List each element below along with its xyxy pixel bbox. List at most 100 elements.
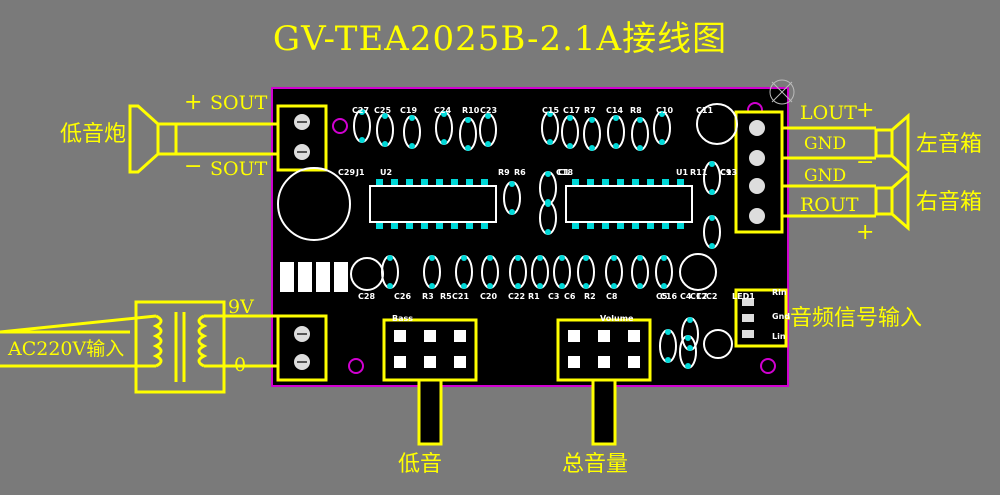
rout-label: ROUT	[800, 194, 859, 216]
silk-label: C19	[400, 106, 418, 115]
silk-label: R10	[462, 106, 480, 115]
rout-plus-sign: +	[856, 220, 875, 245]
silk-label: R3	[422, 292, 434, 301]
ic-pin	[406, 223, 413, 229]
solder-pads	[359, 109, 715, 369]
ic-pin	[662, 179, 669, 185]
silk-label: Gnd	[772, 312, 790, 321]
solder-pad	[613, 143, 619, 149]
silk-label: C22	[508, 292, 526, 301]
solder-pad	[659, 111, 665, 117]
solder-pad	[709, 189, 715, 195]
silk-label: C10	[656, 106, 674, 115]
solder-pad	[637, 283, 643, 289]
solder-pad	[545, 171, 551, 177]
ic-pin	[421, 179, 428, 185]
silk-label: C23	[480, 106, 498, 115]
solder-pad	[461, 255, 467, 261]
ic-pin	[587, 179, 594, 185]
solder-pad	[387, 255, 393, 261]
speaker-terminal	[734, 110, 784, 234]
gnd-left-minus-sign: −	[856, 150, 875, 175]
crosshair-mark	[769, 79, 795, 105]
sout-terminal	[276, 104, 328, 172]
solder-pad	[665, 329, 671, 335]
solder-pad	[685, 335, 691, 341]
solder-pad	[661, 283, 667, 289]
ic-pin	[602, 179, 609, 185]
silk-label: C2	[706, 292, 718, 301]
solder-pad	[687, 317, 693, 323]
silk-label: R8	[630, 106, 642, 115]
solder-pad	[537, 255, 543, 261]
solder-pad	[547, 111, 553, 117]
solder-pad	[359, 109, 365, 115]
silk-label: Bass	[392, 314, 414, 323]
solder-pad	[461, 283, 467, 289]
solder-pad	[709, 243, 715, 249]
solder-pad	[382, 113, 388, 119]
solder-pad	[559, 283, 565, 289]
silk-label: C4	[680, 292, 692, 301]
silk-label: C21	[452, 292, 470, 301]
silk-label: Rin	[772, 288, 787, 297]
ic-pin	[632, 179, 639, 185]
silk-label: C8	[606, 292, 618, 301]
ic-pin	[481, 179, 488, 185]
electrolytic-caps	[277, 103, 738, 359]
solder-pad	[659, 139, 665, 145]
solder-pad	[441, 111, 447, 117]
volume-label: 总音量	[562, 452, 629, 477]
silk-label: R1	[528, 292, 540, 301]
solder-pad	[559, 255, 565, 261]
solder-pad	[515, 255, 521, 261]
solder-pad	[545, 201, 551, 207]
ic-pin	[632, 223, 639, 229]
solder-pad	[441, 139, 447, 145]
silk-label: J1	[356, 168, 365, 177]
ic-pin	[436, 179, 443, 185]
gnd-right-label: GND	[804, 166, 847, 186]
solder-pad	[547, 139, 553, 145]
lout-plus-sign: +	[856, 98, 875, 123]
silk-label: C1	[558, 168, 570, 177]
solder-pad	[709, 161, 715, 167]
silk-label: R9	[498, 168, 510, 177]
ic-pin	[572, 223, 579, 229]
silk-label: C26	[394, 292, 412, 301]
sout-plus-sign: +	[184, 90, 203, 115]
silk-label: C28	[358, 292, 376, 301]
silk-label: C27	[352, 106, 370, 115]
silk-label: C18	[556, 168, 574, 177]
solder-pad	[429, 255, 435, 261]
solder-pad	[637, 255, 643, 261]
solder-pad	[509, 181, 515, 187]
solder-pad	[485, 113, 491, 119]
solder-pad	[537, 283, 543, 289]
ic-pin	[481, 223, 488, 229]
v9-label: 9V	[228, 296, 254, 318]
ic-pin	[677, 223, 684, 229]
ic-pin	[466, 223, 473, 229]
left-speaker	[782, 112, 910, 174]
solder-pad	[637, 117, 643, 123]
audio-input-header	[734, 288, 788, 348]
solder-pad	[465, 145, 471, 151]
sout-minus-sign: −	[184, 154, 203, 179]
ic-pin	[572, 179, 579, 185]
ic-pin	[406, 179, 413, 185]
ic-pin	[451, 223, 458, 229]
ic-u2	[369, 185, 497, 223]
ic-pin	[451, 179, 458, 185]
silk-label: C29	[338, 168, 356, 177]
solder-pad	[665, 357, 671, 363]
solder-pad	[509, 209, 515, 215]
solder-pad	[611, 283, 617, 289]
right-speaker-label: 右音箱	[916, 190, 983, 215]
solder-pad	[485, 141, 491, 147]
sout-plus-label: SOUT	[210, 92, 268, 114]
silk-label: C6	[564, 292, 576, 301]
solder-pad	[637, 145, 643, 151]
silk-label: R6	[514, 168, 526, 177]
